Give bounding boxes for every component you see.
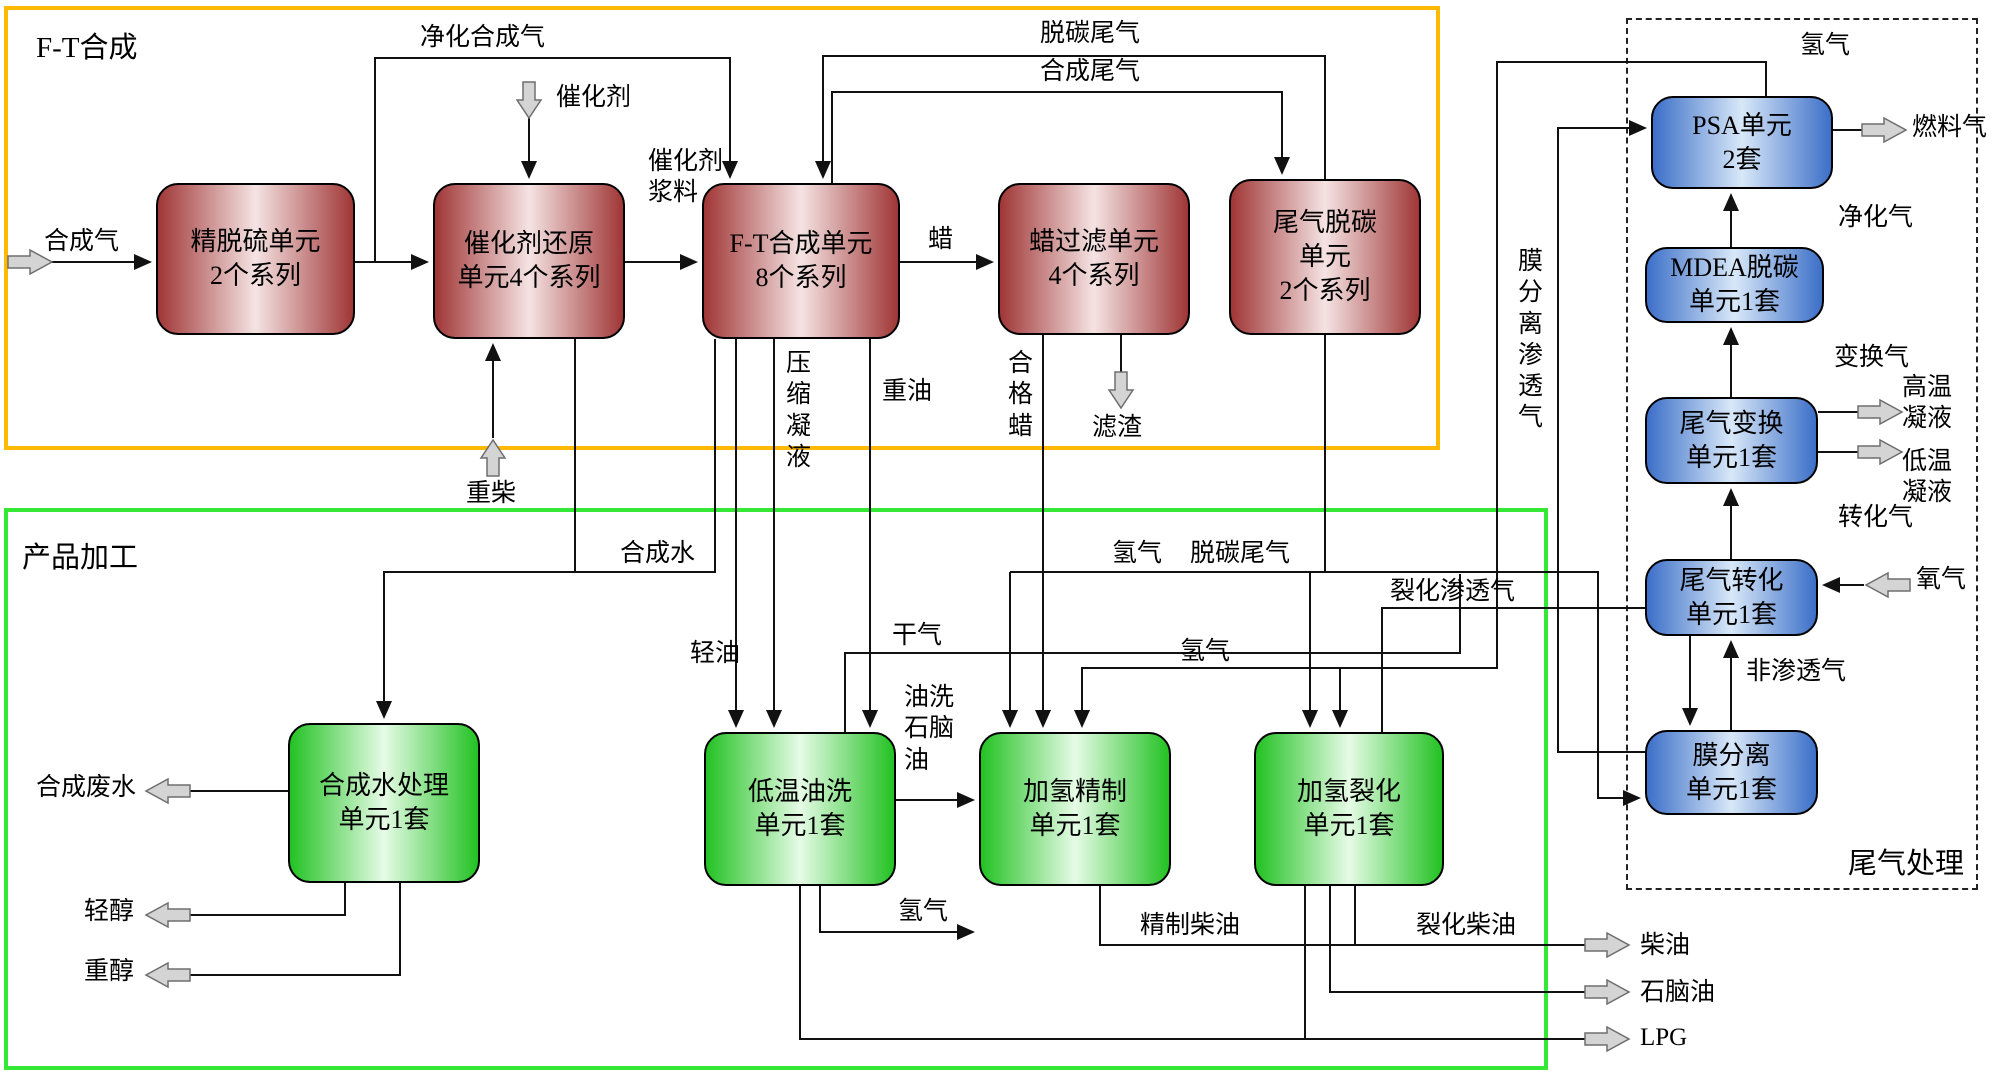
oxygen-input-arrow-icon [1864, 571, 1911, 599]
flow-syn-tailgas-line [831, 91, 1290, 183]
label-oxygen: 氧气 [1916, 566, 1967, 593]
ft-synthesis-section-border [4, 6, 1440, 450]
label-decarb-tailgas-mid: 脱碳尾气 [1190, 540, 1291, 567]
label-lt-condensate: 低温 凝液 [1902, 448, 1953, 507]
label-hydrogen-mid: 氢气 [1112, 540, 1163, 567]
label-purified-syngas: 净化合成气 [420, 24, 546, 51]
unit-catalyst-reduction: 催化剂还原 单元4个系列 [433, 183, 625, 339]
flow-heavy-alcohol-line [190, 883, 401, 976]
flow-syn-water-line [376, 339, 716, 719]
flow-purified-syngas-line [374, 57, 738, 262]
unit-hydrocracking: 加氢裂化 单元1套 [1254, 732, 1444, 886]
unit-synwater-treatment: 合成水处理 单元1套 [288, 723, 480, 883]
product-processing-section-border [4, 508, 1548, 1070]
naphtha-output-arrow-icon [1584, 978, 1631, 1006]
light-alcohol-output-arrow-icon [144, 901, 191, 929]
diesel-output-arrow-icon [1584, 931, 1631, 959]
label-syn-tailgas: 合成尾气 [1040, 58, 1141, 85]
label-fuel-gas: 燃料气 [1912, 114, 1988, 141]
label-cracking-permeate: 裂化渗透气 [1390, 578, 1516, 605]
label-non-permeate: 非渗透气 [1746, 658, 1847, 685]
flow-cracking-permeate-line [1381, 607, 1698, 732]
product-section-title: 产品加工 [22, 542, 139, 574]
label-conversion-gas: 转化气 [1838, 504, 1914, 531]
label-heavy-alcohol: 重醇 [84, 958, 135, 985]
label-naphtha-out: 石脑油 [1640, 979, 1716, 1006]
label-light-oil: 轻油 [690, 640, 741, 667]
label-qualified-wax: 合 格 蜡 [1008, 350, 1034, 440]
heavy-diesel-input-arrow-icon [479, 438, 507, 477]
flow-naphtha-out-line [1329, 886, 1585, 993]
ft-section-title: F-T合成 [36, 32, 138, 64]
unit-wax-filtration: 蜡过滤单元 4个系列 [998, 183, 1190, 335]
unit-psa: PSA单元 2套 [1651, 96, 1833, 189]
tailgas-section-title: 尾气处理 [1848, 848, 1965, 880]
unit-hydrofining: 加氢精制 单元1套 [979, 732, 1171, 886]
flow-lpg-line [799, 886, 1585, 1040]
label-wax: 蜡 [928, 226, 954, 253]
unit-mdea-decarb: MDEA脱碳 单元1套 [1645, 247, 1824, 323]
label-syngas-in: 合成气 [44, 228, 120, 255]
label-oilwash-naphtha: 油洗 石脑 油 [904, 684, 955, 774]
label-heavy-oil: 重油 [882, 378, 933, 405]
label-dry-gas: 干气 [892, 622, 943, 649]
flow-hydrogen-main-line [1074, 61, 1767, 728]
label-hydrogen-oilwash: 氢气 [898, 898, 949, 925]
label-purified-gas: 净化气 [1838, 204, 1914, 231]
flow-membrane-permeate-line [1557, 120, 1647, 753]
label-decarb-tailgas-top: 脱碳尾气 [1040, 20, 1141, 47]
unit-fine-desulfurization: 精脱硫单元 2个系列 [156, 183, 355, 335]
flow-light-alcohol-line [190, 883, 346, 916]
unit-ft-synthesis: F-T合成单元 8个系列 [702, 183, 900, 339]
syngas-input-arrow-icon [7, 248, 54, 276]
heavy-alcohol-output-arrow-icon [144, 961, 191, 989]
label-syn-water: 合成水 [620, 540, 696, 567]
catalyst-input-arrow-icon [515, 81, 543, 120]
label-diesel-out: 柴油 [1640, 932, 1691, 959]
label-compressed-condensate: 压 缩 凝 液 [786, 350, 812, 471]
unit-tailgas-shift: 尾气变换 单元1套 [1645, 397, 1818, 484]
ht-condensate-output-arrow-icon [1857, 398, 1904, 426]
lpg-output-arrow-icon [1584, 1025, 1631, 1053]
wastewater-output-arrow-icon [144, 777, 191, 805]
label-light-alcohol: 轻醇 [84, 898, 135, 925]
lt-condensate-output-arrow-icon [1857, 438, 1904, 466]
unit-lowtemp-oilwash: 低温油洗 单元1套 [704, 732, 896, 886]
filter-residue-output-arrow-icon [1107, 371, 1135, 410]
label-catalyst-slurry: 催化剂 浆料 [648, 148, 724, 207]
label-ht-condensate: 高温 凝液 [1902, 374, 1953, 433]
unit-membrane-separation: 膜分离 单元1套 [1645, 730, 1818, 815]
flow-tailgas-to-membrane-line [1010, 571, 1641, 806]
label-refined-diesel: 精制柴油 [1140, 912, 1241, 939]
label-shift-gas: 变换气 [1834, 344, 1910, 371]
flow-decarb-recycle-line [815, 55, 1326, 179]
unit-tailgas-conversion: 尾气转化 单元1套 [1645, 559, 1818, 636]
flow-dry-gas-line [844, 574, 1461, 732]
label-cracked-diesel: 裂化柴油 [1416, 912, 1517, 939]
label-heavy-diesel: 重柴 [466, 480, 517, 507]
label-hydrogen-top: 氢气 [1800, 32, 1851, 59]
tailgas-treatment-section-border [1626, 18, 1978, 890]
flow-refined-diesel-line [1099, 886, 1585, 946]
flow-hydrogen-oilwash-line [819, 886, 975, 940]
label-lpg-out: LPG [1640, 1024, 1688, 1051]
label-syn-wastewater: 合成废水 [36, 774, 137, 801]
label-catalyst: 催化剂 [556, 84, 632, 111]
label-hydrogen-dist: 氢气 [1180, 638, 1231, 665]
fuel-gas-output-arrow-icon [1861, 116, 1908, 144]
unit-tailgas-decarbonization: 尾气脱碳 单元 2个系列 [1229, 179, 1421, 335]
label-membrane-permeate: 膜 分 离 渗 透 气 [1518, 248, 1544, 432]
label-filter-residue: 滤渣 [1092, 414, 1143, 441]
